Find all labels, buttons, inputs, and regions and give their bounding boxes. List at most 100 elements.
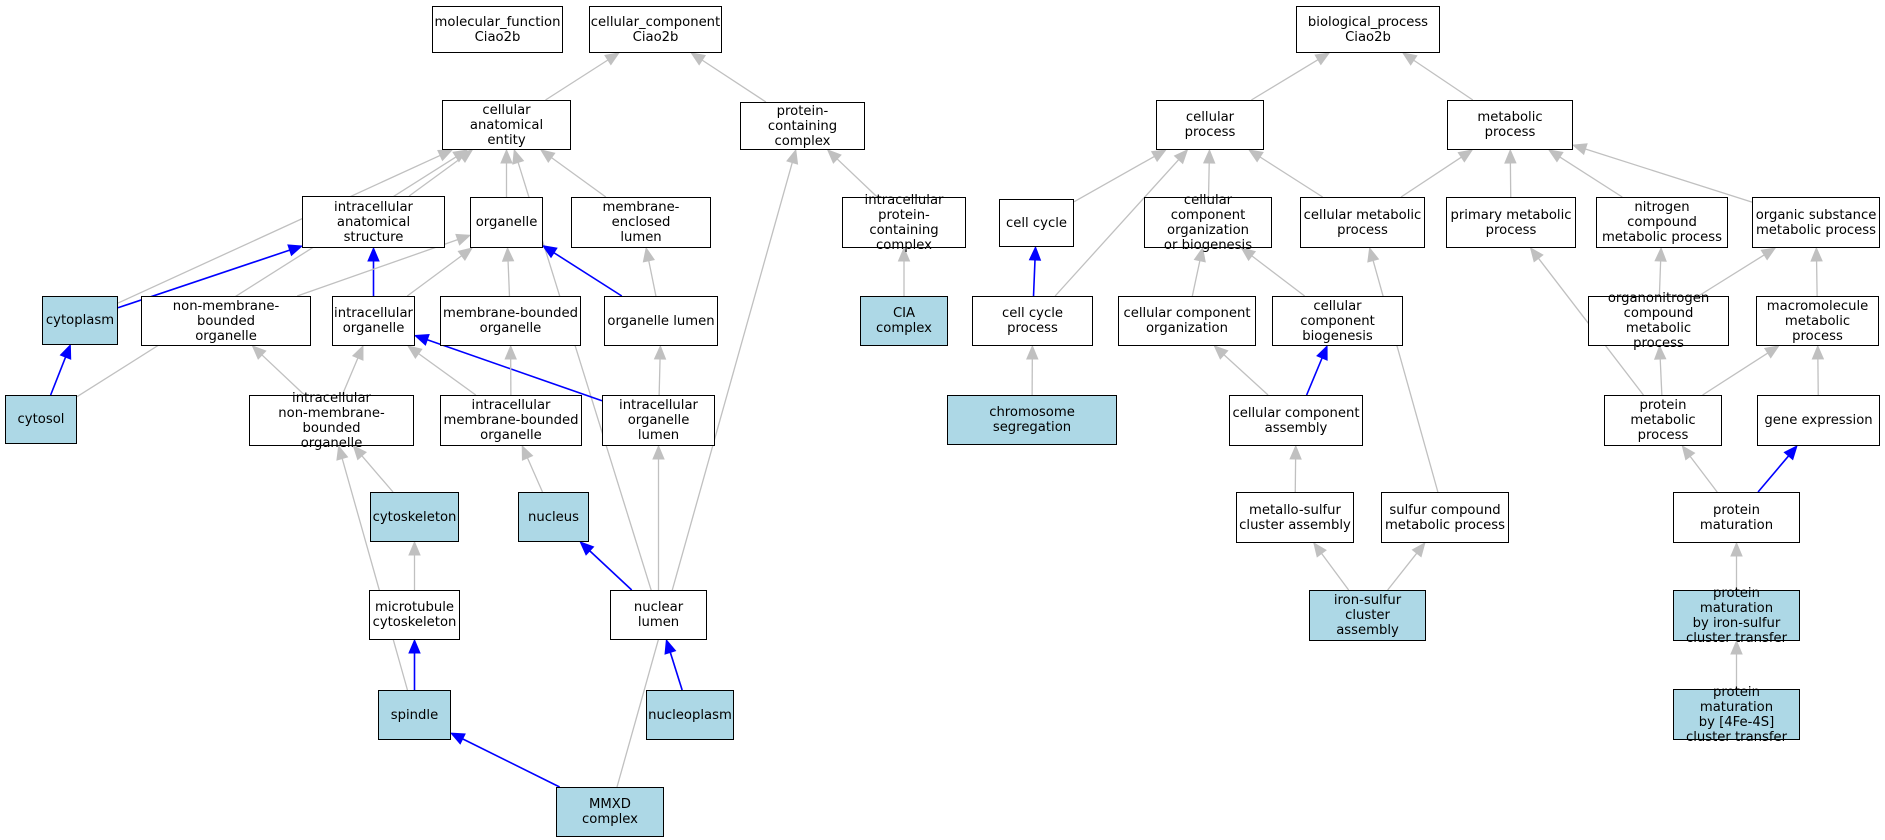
edge-isca-to-scmp xyxy=(1387,552,1418,591)
go-term-io[interactable]: intracellular organelle xyxy=(332,296,415,346)
go-term-cc-root[interactable]: cellular_component Ciao2b xyxy=(589,6,722,53)
go-term-pm[interactable]: protein maturation xyxy=(1673,492,1800,543)
arrowhead-cp-to-bp_root xyxy=(1314,52,1331,66)
go-term-pcc[interactable]: protein-containing complex xyxy=(740,102,865,150)
arrowhead-imbo-to-mbo xyxy=(504,344,517,360)
edge-oncmp-to-osmp xyxy=(1698,254,1765,297)
edge-ncmp-to-mp xyxy=(1559,156,1623,198)
go-term-cytoskeleton[interactable]: cytoskeleton xyxy=(370,492,459,542)
arrowhead-cca-to-cco xyxy=(1213,345,1229,360)
go-term-nucleoplasm[interactable]: nucleoplasm xyxy=(646,690,734,740)
arrowhead-ccp-to-cc xyxy=(1028,245,1042,261)
arrowhead-spindle-to-mtcs xyxy=(408,638,421,654)
go-term-organelle[interactable]: organelle xyxy=(470,197,543,248)
arrowhead-nlumen-to-iol xyxy=(652,444,665,460)
go-term-mp[interactable]: metabolic process xyxy=(1447,100,1573,150)
edge-imbo-to-io xyxy=(418,353,477,396)
edge-cmp-to-cp xyxy=(1259,156,1323,198)
arrowhead-pmis-to-pm xyxy=(1730,541,1743,557)
go-term-spindle[interactable]: spindle xyxy=(378,690,451,740)
arrowhead-iol-to-olumen xyxy=(653,344,667,360)
go-term-cca[interactable]: cellular component assembly xyxy=(1229,395,1363,446)
edge-nlumen-to-nucleus xyxy=(589,550,633,591)
go-term-nucleus[interactable]: nucleus xyxy=(518,492,589,542)
go-term-cae[interactable]: cellular anatomical entity xyxy=(442,100,571,150)
edge-cae-to-cc_root xyxy=(545,59,609,101)
go-term-scmp[interactable]: sulfur compound metabolic process xyxy=(1381,492,1509,543)
go-term-mbo[interactable]: membrane-bounded organelle xyxy=(440,296,581,346)
edge-cytoplasm-to-cae xyxy=(117,154,441,304)
arrowhead-olumen-to-mel xyxy=(642,246,655,263)
go-term-oncmp[interactable]: organonitrogen compound metabolic proces… xyxy=(1588,291,1729,351)
arrowhead-mbo-to-organelle xyxy=(501,246,515,262)
go-term-mmxd[interactable]: MMXD complex xyxy=(556,787,664,837)
go-term-cp[interactable]: cellular process xyxy=(1156,100,1264,150)
arrowhead-prmp-to-pmp xyxy=(1529,246,1544,263)
edge-prmp-to-mmp xyxy=(1702,352,1769,396)
arrowhead-isca-to-msca xyxy=(1313,541,1327,558)
go-term-ias[interactable]: intracellular anatomical structure xyxy=(302,196,445,248)
go-term-imbo[interactable]: intracellular membrane-bounded organelle xyxy=(440,395,582,446)
go-term-osmp[interactable]: organic substance metabolic process xyxy=(1752,197,1880,248)
go-term-ncmp[interactable]: nitrogen compound metabolic process xyxy=(1596,197,1728,248)
go-term-nlumen[interactable]: nuclear lumen xyxy=(610,590,707,640)
edge-inmbo-to-io xyxy=(341,357,359,396)
edge-ccp-to-cc xyxy=(1032,259,1036,297)
edge-nmbo-to-organelle xyxy=(296,239,458,297)
go-term-cc[interactable]: cell cycle xyxy=(999,199,1074,247)
go-term-cytosol[interactable]: cytosol xyxy=(5,395,77,444)
edge-cca-to-ccb xyxy=(1305,357,1323,396)
arrowhead-prmp-to-oncmp xyxy=(1653,344,1667,360)
arrowhead-cco-to-ccob xyxy=(1193,246,1206,263)
go-term-bp-root[interactable]: biological_process Ciao2b xyxy=(1296,6,1440,53)
go-term-pmp[interactable]: primary metabolic process xyxy=(1446,197,1576,248)
go-term-msca[interactable]: metallo-sulfur cluster assembly xyxy=(1236,492,1354,543)
arrowhead-cytoskeleton-to-inmbo xyxy=(352,445,367,461)
go-term-ccp[interactable]: cell cycle process xyxy=(972,296,1093,346)
arrowhead-mmxd-to-pcc xyxy=(786,148,799,165)
arrowhead-imbo-to-io xyxy=(407,345,423,359)
go-term-mtcs[interactable]: microtubule cytoskeleton xyxy=(369,590,460,640)
arrowhead-ccp-to-cp xyxy=(1173,149,1189,165)
go-term-cia[interactable]: CIA complex xyxy=(860,296,948,346)
arrowhead-pm-to-ge xyxy=(1783,445,1798,461)
go-term-cmp[interactable]: cellular metabolic process xyxy=(1300,197,1425,248)
edge-cytosol-to-cytoplasm xyxy=(49,356,67,396)
go-term-nmbo[interactable]: non-membrane-bounded organelle xyxy=(141,296,311,346)
go-term-cseg[interactable]: chromosome segregation xyxy=(947,395,1117,445)
go-term-ccob[interactable]: cellular component organization or bioge… xyxy=(1144,193,1272,253)
arrowhead-mtcs-to-cytoskeleton xyxy=(408,540,421,556)
edge-ipcc-to-pcc xyxy=(836,158,878,198)
edge-olumen-to-organelle xyxy=(553,252,623,297)
go-term-ccb[interactable]: cellular component biogenesis xyxy=(1272,296,1403,346)
go-term-mmp[interactable]: macromolecule metabolic process xyxy=(1756,296,1879,346)
go-term-ge[interactable]: gene expression xyxy=(1757,395,1880,446)
go-term-cco[interactable]: cellular component organization xyxy=(1118,296,1256,346)
go-term-cytoplasm[interactable]: cytoplasm xyxy=(42,296,118,345)
arrowhead-iol-to-io xyxy=(413,334,430,346)
go-term-mf-root[interactable]: molecular_function Ciao2b xyxy=(432,6,563,53)
edge-ias-to-cae xyxy=(408,157,463,197)
go-term-isca[interactable]: iron-sulfur cluster assembly xyxy=(1309,590,1426,641)
go-term-inmbo[interactable]: intracellular non-membrane-bounded organ… xyxy=(249,391,414,451)
go-term-mel[interactable]: membrane-enclosed lumen xyxy=(571,197,711,248)
arrowhead-mp-to-bp_root xyxy=(1401,52,1418,66)
arrowhead-cae-to-cc_root xyxy=(604,52,620,66)
arrowhead-pm4fe-to-pmis xyxy=(1730,639,1743,655)
edge-mel-to-cae xyxy=(551,157,607,198)
go-term-ipcc[interactable]: intracellular protein-containing complex xyxy=(842,193,966,253)
go-term-iol[interactable]: intracellular organelle lumen xyxy=(602,395,715,446)
arrowhead-cmp-to-mp xyxy=(1457,149,1474,163)
go-term-pmis[interactable]: protein maturation by iron-sulfur cluste… xyxy=(1673,586,1800,646)
edge-io-to-organelle xyxy=(406,255,463,297)
arrowhead-io-to-ias xyxy=(367,246,380,262)
arrowhead-prmp-to-mmp xyxy=(1763,345,1780,359)
edge-cytosol-to-cae xyxy=(76,156,457,398)
go-term-prmp[interactable]: protein metabolic process xyxy=(1604,395,1722,446)
arrowhead-pmp-to-mp xyxy=(1504,148,1517,164)
go-term-olumen[interactable]: organelle lumen xyxy=(604,296,718,346)
arrowhead-nmbo-to-organelle xyxy=(455,233,472,246)
go-term-pm4fe[interactable]: protein maturation by [4Fe-4S] cluster t… xyxy=(1673,685,1800,745)
edge-pm-to-ge xyxy=(1757,455,1790,493)
